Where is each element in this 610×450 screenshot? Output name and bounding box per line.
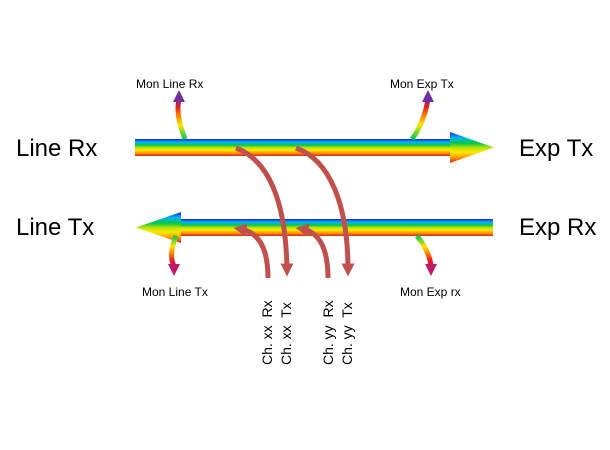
mon-line-tx-label: Mon Line Tx [142, 285, 208, 299]
exp-rx-label: Exp Rx [519, 214, 596, 241]
ch-xx-tx-label: Ch. xx Tx [278, 302, 294, 365]
mon-exp-rx-label: Mon Exp rx [400, 285, 461, 299]
line-tx-label: Line Tx [16, 214, 94, 241]
exp-tx-label: Exp Tx [519, 135, 593, 162]
ch-yy-tx-drop-arrow [295, 145, 355, 277]
mon-exp-tx-tap [409, 90, 434, 141]
mon-line-rx-label: Mon Line Rx [136, 77, 203, 91]
mon-line-tx-tap [168, 235, 180, 276]
ch-xx-tx-drop-arrow [235, 145, 294, 277]
mon-line-rx-tap [173, 90, 188, 140]
ch-yy-rx-add-arrow [295, 223, 331, 279]
line-rx-to-exp-tx-arrow [135, 132, 494, 163]
mon-exp-rx-tap [415, 234, 437, 276]
exp-rx-to-line-tx-arrow [136, 212, 493, 243]
ch-yy-tx-label: Ch. yy Tx [339, 302, 355, 365]
mon-exp-tx-label: Mon Exp Tx [390, 77, 454, 91]
line-rx-label: Line Rx [16, 135, 97, 162]
cross-connect-arrows [233, 145, 355, 279]
ch-xx-rx-label: Ch. xx Rx [259, 300, 275, 365]
ch-yy-rx-label: Ch. yy Rx [320, 300, 336, 365]
ch-xx-rx-add-arrow [233, 223, 271, 279]
